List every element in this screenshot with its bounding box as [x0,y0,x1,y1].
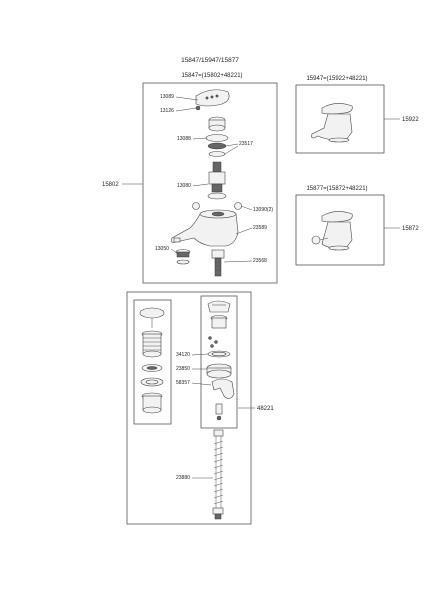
label-23589: 23589 [253,225,267,231]
label-13080: 13080 [177,183,191,189]
aerator-13050 [175,249,191,265]
drain-washers [140,364,164,387]
leader-58357 [191,382,212,386]
side-box-2-header: 15877=(15872+48221) [306,186,367,192]
waste-group-label: 48221 [257,406,274,412]
cartridge-13080 [207,161,227,200]
washer-34120 [207,350,231,358]
label-13050: 13050 [155,246,169,252]
side-box-1-header: 15947=(15922+48221) [306,76,367,82]
label-58357: 58357 [176,380,190,386]
side-caps-13090 [192,202,242,210]
pop-up-knob [207,300,231,313]
side-box-2-callout: 15872 [402,226,419,232]
leader-13126 [175,107,197,112]
leader-23568 [223,260,253,263]
mixer-group-label: 15802 [102,182,119,188]
label-13088: 13088 [177,136,191,142]
side-box-1-callout: 15922 [402,117,419,123]
leader-13080 [192,183,209,187]
nut-23850 [206,363,232,379]
mixer-body [171,209,239,247]
main-box-header: 15847=(15802+48221) [181,73,242,79]
leader-23589 [235,227,253,235]
rod-guide [208,315,228,348]
drain-plug [139,307,165,328]
ring-stack-13088 [205,134,229,157]
drain-nut [141,392,163,414]
bidet-mixer-15872-illustration [311,211,353,251]
label-23850: 23850 [176,366,190,372]
label-34120: 34120 [176,352,190,358]
leader-13088 [192,137,208,140]
label-13090: 13090(2) [253,207,273,213]
leader-23517-b [224,145,239,155]
leader-13090 [240,205,253,211]
leader-13089 [175,96,199,101]
diagram-title: 15847/15947/15877 [181,57,239,64]
basin-mixer-15922-illustration [311,103,353,143]
screw-13126 [195,105,201,111]
label-23517: 23517 [239,141,253,147]
lever-arm-58357 [211,378,235,399]
label-13089: 13089 [160,94,174,100]
label-23568: 23568 [253,258,267,264]
cover-cap [208,116,226,132]
label-23880: 23880 [176,475,190,481]
leader-34120 [191,353,209,356]
rod-connector [215,403,223,421]
lever-handle [195,89,230,107]
leader-13050 [170,248,178,254]
drain-body [141,330,163,358]
label-13126: 13126 [160,108,174,114]
fixing-stud-23568 [211,249,225,277]
leader-23517 [225,143,239,147]
flexible-hoses-23880 [212,429,224,520]
